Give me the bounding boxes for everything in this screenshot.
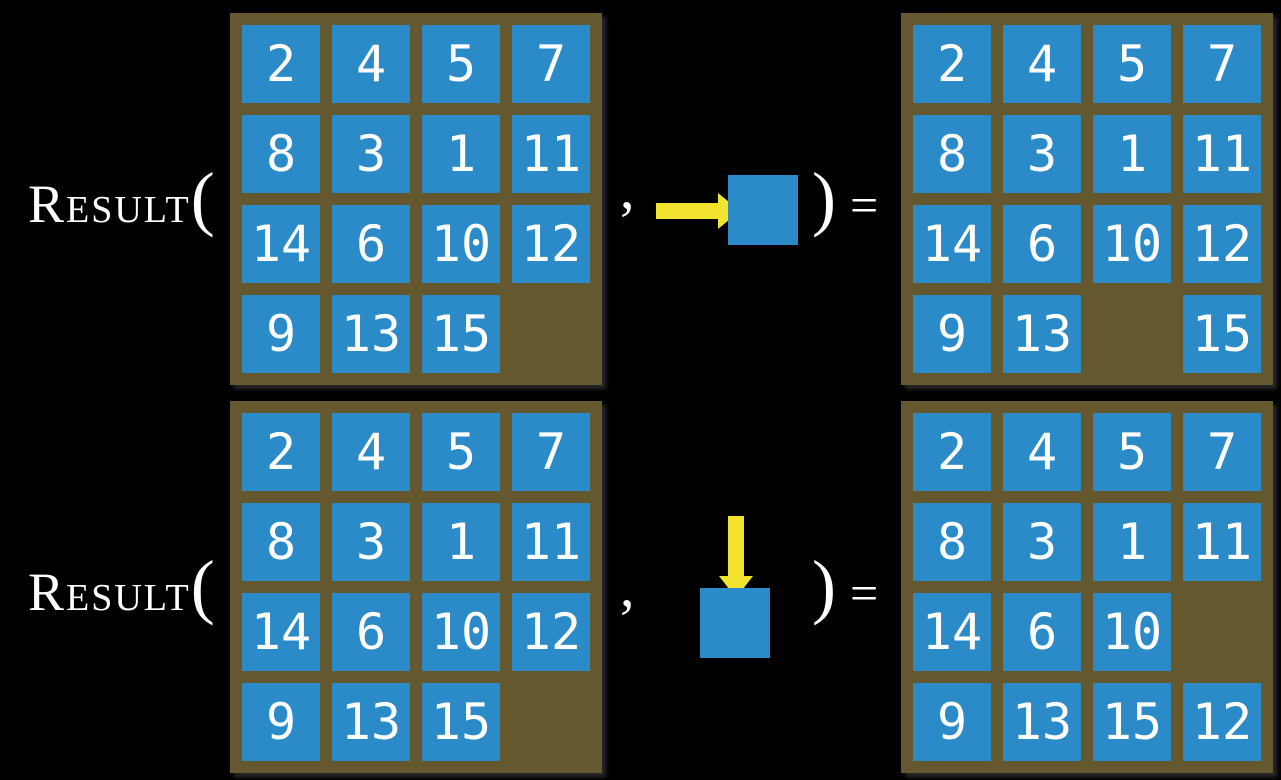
initial-state-board-row2: 2 4 5 7 8 3 1 11 14 6 10 12 9 13 15 [230, 401, 602, 773]
puzzle-tile [512, 295, 590, 373]
puzzle-tile: 2 [242, 25, 320, 103]
close-paren-equals-row1: ) = [812, 162, 878, 234]
puzzle-tile: 3 [332, 115, 410, 193]
puzzle-tile: 2 [913, 413, 991, 491]
puzzle-tile: 12 [512, 205, 590, 283]
puzzle-tile: 5 [422, 25, 500, 103]
action-tile-row1 [728, 175, 798, 245]
puzzle-tile: 6 [332, 593, 410, 671]
puzzle-tile: 14 [913, 593, 991, 671]
puzzle-tile: 9 [913, 683, 991, 761]
puzzle-tile: 7 [1183, 25, 1261, 103]
puzzle-tile: 5 [422, 413, 500, 491]
puzzle-tile: 2 [913, 25, 991, 103]
result-function-label-row1: Result( [28, 162, 215, 234]
puzzle-tile: 10 [1093, 205, 1171, 283]
puzzle-tile: 15 [422, 683, 500, 761]
result-state-board-row1: 2 4 5 7 8 3 1 11 14 6 10 12 9 13 15 [901, 13, 1273, 385]
puzzle-tile: 4 [332, 413, 410, 491]
puzzle-tile: 4 [1003, 25, 1081, 103]
puzzle-tile: 13 [332, 295, 410, 373]
puzzle-tile: 13 [1003, 295, 1081, 373]
equals-sign: = [849, 177, 879, 233]
puzzle-tile: 10 [422, 593, 500, 671]
close-paren-equals-row2: ) = [812, 550, 878, 622]
puzzle-tile: 13 [1003, 683, 1081, 761]
puzzle-tile: 4 [1003, 413, 1081, 491]
puzzle-tile [512, 683, 590, 761]
open-paren: ( [190, 158, 215, 238]
puzzle-tile: 3 [1003, 503, 1081, 581]
puzzle-tile: 15 [1183, 295, 1261, 373]
comma-separator: , [620, 156, 635, 221]
puzzle-tile: 3 [1003, 115, 1081, 193]
puzzle-tile: 6 [332, 205, 410, 283]
puzzle-tile: 15 [422, 295, 500, 373]
puzzle-tile: 12 [1183, 205, 1261, 283]
puzzle-tile: 6 [1003, 593, 1081, 671]
puzzle-tile: 8 [913, 503, 991, 581]
puzzle-tile: 1 [1093, 115, 1171, 193]
puzzle-tile: 13 [332, 683, 410, 761]
puzzle-tile: 2 [242, 413, 320, 491]
action-tile-row2 [700, 588, 770, 658]
puzzle-tile: 14 [242, 205, 320, 283]
puzzle-tile: 7 [512, 413, 590, 491]
puzzle-tile: 7 [1183, 413, 1261, 491]
puzzle-tile: 12 [1183, 683, 1261, 761]
result-function-name: Result [28, 562, 191, 622]
puzzle-tile: 12 [512, 593, 590, 671]
puzzle-tile [1183, 593, 1261, 671]
initial-state-board-row1: 2 4 5 7 8 3 1 11 14 6 10 12 9 13 15 [230, 13, 602, 385]
puzzle-tile: 9 [913, 295, 991, 373]
puzzle-tile: 10 [1093, 593, 1171, 671]
close-paren: ) [812, 546, 836, 626]
puzzle-tile: 9 [242, 295, 320, 373]
equals-sign: = [849, 565, 879, 621]
puzzle-tile: 11 [1183, 503, 1261, 581]
down-arrow-icon [719, 516, 753, 598]
puzzle-tile: 8 [242, 503, 320, 581]
puzzle-tile: 10 [422, 205, 500, 283]
puzzle-tile: 15 [1093, 683, 1171, 761]
close-paren: ) [812, 158, 836, 238]
puzzle-tile: 9 [242, 683, 320, 761]
open-paren: ( [190, 546, 215, 626]
puzzle-tile [1093, 295, 1171, 373]
puzzle-tile: 11 [512, 503, 590, 581]
puzzle-tile: 1 [422, 115, 500, 193]
puzzle-tile: 3 [332, 503, 410, 581]
comma-separator: , [620, 554, 635, 619]
puzzle-tile: 5 [1093, 25, 1171, 103]
result-state-board-row2: 2 4 5 7 8 3 1 11 14 6 10 9 13 15 12 [901, 401, 1273, 773]
right-arrow-icon [656, 193, 740, 229]
puzzle-tile: 11 [1183, 115, 1261, 193]
puzzle-tile: 1 [1093, 503, 1171, 581]
puzzle-tile: 14 [242, 593, 320, 671]
puzzle-tile: 14 [913, 205, 991, 283]
puzzle-tile: 5 [1093, 413, 1171, 491]
result-function-name: Result [28, 174, 191, 234]
result-function-label-row2: Result( [28, 550, 215, 622]
puzzle-tile: 4 [332, 25, 410, 103]
puzzle-tile: 6 [1003, 205, 1081, 283]
puzzle-tile: 8 [242, 115, 320, 193]
puzzle-tile: 11 [512, 115, 590, 193]
puzzle-tile: 1 [422, 503, 500, 581]
puzzle-tile: 7 [512, 25, 590, 103]
puzzle-tile: 8 [913, 115, 991, 193]
